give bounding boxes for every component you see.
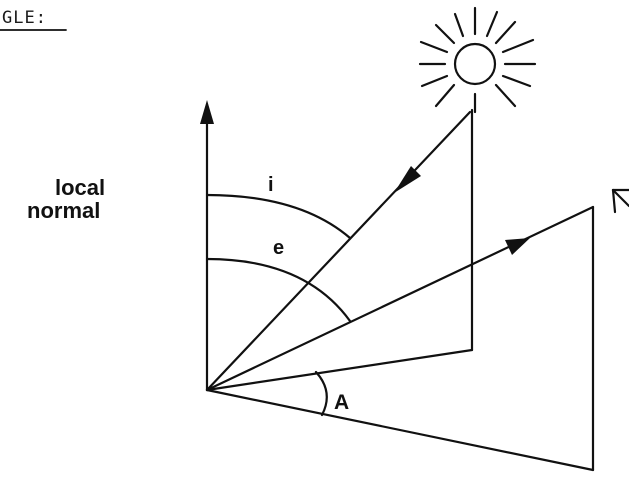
incidence-ray-arrowhead xyxy=(394,166,421,193)
sun-rays xyxy=(418,6,537,114)
emission-ray-line xyxy=(205,205,595,392)
emission-ray xyxy=(205,205,595,472)
sun-surface-projection xyxy=(205,348,474,392)
emission-angle-label: e xyxy=(273,237,284,259)
normal-arrowhead xyxy=(200,100,214,124)
emission-angle: e xyxy=(205,237,352,323)
incidence-angle: i xyxy=(205,174,352,240)
incidence-angle-arc xyxy=(205,193,352,240)
incidence-ray xyxy=(205,108,474,392)
phase-angle-label: A xyxy=(334,391,349,414)
emission-ray-arrowhead xyxy=(505,238,530,255)
local-normal-label: local normal xyxy=(27,175,105,223)
local-normal-label-line1: local xyxy=(55,175,105,200)
normal-vector xyxy=(200,100,214,392)
incidence-angle-label: i xyxy=(268,174,274,196)
incidence-ray-line xyxy=(205,110,472,392)
viewer-arrow-icon xyxy=(611,188,629,214)
emission-angle-arc xyxy=(205,257,352,323)
sun-disc xyxy=(453,42,497,86)
phase-angle: A xyxy=(314,370,349,417)
viewer-surface-projection xyxy=(205,388,595,472)
heading: GLE: xyxy=(0,8,67,31)
sun-icon xyxy=(418,6,537,114)
local-normal-label-line2: normal xyxy=(27,198,100,223)
phase-angle-arc xyxy=(314,370,328,417)
heading-text: GLE: xyxy=(2,8,47,28)
